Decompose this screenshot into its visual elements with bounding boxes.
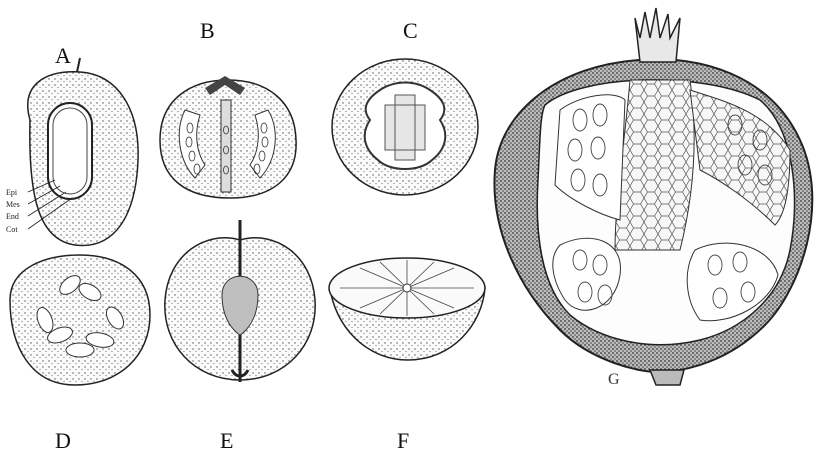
layer-label-cot: Cot xyxy=(6,225,18,234)
fruit-c-tomato-transverse xyxy=(332,59,478,195)
layer-label-end: End xyxy=(6,212,19,221)
label-g: G xyxy=(608,371,620,388)
fruit-f-citrus-half xyxy=(329,258,485,360)
fruit-a-drupe: Epi Mes End Cot xyxy=(6,58,138,245)
layer-label-epi: Epi xyxy=(6,188,18,197)
fruit-d-transverse xyxy=(10,255,150,385)
fruit-b-tomato-longitudinal xyxy=(160,76,296,198)
layer-label-mes: Mes xyxy=(6,200,20,209)
fruit-e-apple-longitudinal xyxy=(165,220,315,382)
fruit-g-pomegranate: G xyxy=(494,8,812,388)
